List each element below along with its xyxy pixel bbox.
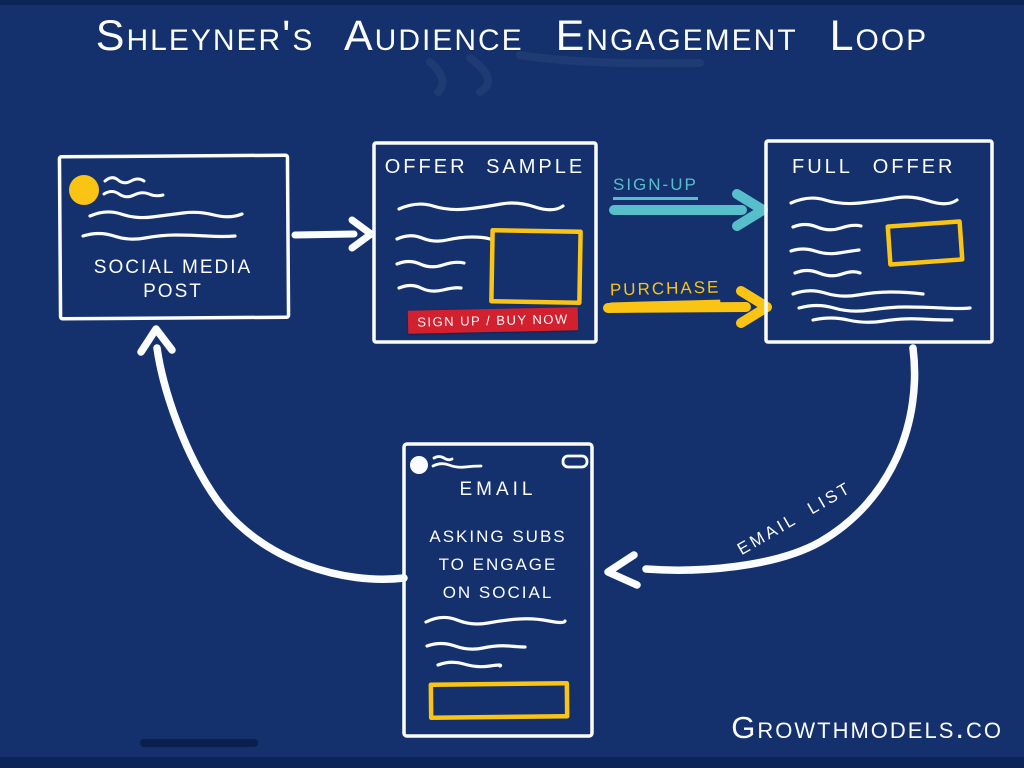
sketch-text-line [395,234,492,243]
top-right-pill-icon [561,454,589,469]
sketch-text-line [102,190,165,199]
offer-sample-card [372,141,598,344]
full-offer-card-border [764,139,994,344]
loop-back-arrow [137,325,408,583]
arrow-head-icon [137,325,176,356]
email-card [402,442,594,738]
arrow-head-icon [604,551,641,589]
full-offer-title: FULL OFFER [792,156,956,178]
sketch-text-line [432,455,454,462]
sketch-text-line [395,259,466,269]
full-offer-image-placeholder [885,219,965,267]
signup-arrow-label: SIGN-UP [613,175,698,200]
sketch-text-line [797,303,972,313]
signup-buynow-banner: SIGN UP / BUY NOW [407,307,579,334]
arrow-curve [642,344,919,574]
purchase-arrow-label: PURCHASE [609,277,721,306]
sketch-text-line [425,641,527,651]
sketch-text-line [436,660,503,669]
email-card-body: ASKING SUBS TO ENGAGE ON SOCIAL [429,527,567,602]
sketch-text-line [791,289,925,298]
ink-smudge [140,739,258,747]
sketch-text-line [424,615,567,626]
post-to-offer-arrow [291,216,375,252]
sketch-text-line [103,176,146,185]
social-post-card [57,153,291,321]
email-card-border [402,442,594,738]
avatar-icon [69,175,99,205]
social-post-card-border [57,153,291,321]
diagram-title: Shleyner's Audience Engagement Loop [95,12,929,60]
arrow-head-icon [348,216,375,252]
sketch-text-line [789,195,959,206]
social-post-label: SOCIAL MEDIA POST [93,257,253,302]
offer-sample-title: OFFER SAMPLE [384,156,586,178]
bottom-edge-shadow [0,757,1024,768]
sketch-text-line [397,283,463,293]
sketch-text-line [789,247,861,256]
sketch-text-line [397,201,565,212]
sketch-text-line [88,210,244,220]
arrow-curve [153,344,408,583]
top-edge-shadow [0,0,1024,5]
email-card-title: EMAIL [459,479,537,500]
sketch-text-line [81,231,237,241]
signup-arrow [609,189,768,231]
arrow-shaft [291,230,358,239]
arrow-head-icon [732,189,768,231]
sketch-text-line [431,462,483,469]
offer-image-placeholder [489,227,583,306]
arrow-shaft [603,302,751,313]
sketch-text-line [793,268,862,278]
sender-avatar-icon [410,456,428,474]
email-list-arrow [604,344,919,589]
full-offer-card [764,139,994,344]
growthmodels-watermark: Growthmodels.co [731,710,1003,745]
ghost-sketch [426,51,704,96]
sketch-text-line [791,222,863,232]
offer-sample-card-border [372,141,598,344]
email-cta-placeholder [428,681,570,720]
sketch-text-line [811,316,954,324]
